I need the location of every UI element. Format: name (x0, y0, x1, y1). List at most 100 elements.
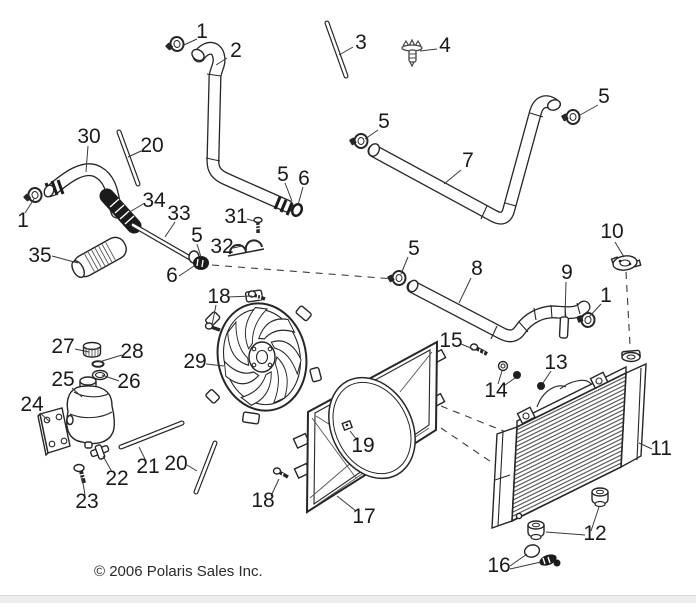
part-radiator-cap-10 (610, 255, 642, 271)
callout-label-29: 29 (183, 350, 206, 373)
copyright-text: © 2006 Polaris Sales Inc. (94, 563, 263, 580)
part-tube-20-bottom (193, 440, 218, 495)
part-tube-20-top (116, 129, 141, 187)
callout-leader-35 (51, 255, 79, 264)
callout-leader-26 (101, 374, 120, 382)
callout-leader-19 (349, 430, 358, 441)
callout-label-4: 4 (439, 34, 451, 57)
callout-label-26: 26 (117, 370, 140, 393)
callout-label-9: 9 (561, 261, 573, 284)
callout-leader-12 (590, 506, 600, 532)
callout-label-5: 5 (277, 163, 289, 186)
callout-leader-6 (178, 265, 195, 277)
callout-leader-16 (509, 553, 528, 567)
callout-label-12: 12 (583, 522, 606, 545)
callout-label-32: 32 (210, 235, 233, 258)
callout-leader-31 (246, 218, 258, 223)
callout-leader-32 (232, 245, 243, 249)
callout-leader-5 (284, 182, 293, 202)
part-tube-33 (130, 222, 200, 265)
part-grommet-sensor-16 (523, 544, 561, 567)
callout-label-21: 21 (136, 455, 159, 478)
part-nuts-14 (497, 360, 521, 379)
callout-label-8: 8 (471, 257, 483, 280)
callout-leader-27 (74, 348, 90, 353)
part-fitting-6 (188, 250, 209, 270)
part-screw-31 (253, 216, 263, 233)
callout-leader-2 (215, 57, 228, 66)
callout-label-30: 30 (77, 125, 100, 148)
part-shroud-17 (292, 340, 447, 514)
callout-leader-5 (579, 104, 599, 116)
part-sleeve-34 (99, 188, 142, 234)
callout-label-7: 7 (462, 149, 474, 172)
part-hose-9 (558, 316, 570, 339)
callout-leader-22 (102, 455, 113, 473)
callout-label-28: 28 (120, 340, 143, 363)
part-ring-26 (91, 369, 109, 381)
part-35 (71, 236, 127, 279)
callout-label-6: 6 (166, 264, 178, 287)
callout-leader-20 (186, 464, 198, 472)
part-hose-2 (191, 41, 304, 218)
callout-leader-18 (227, 295, 253, 298)
callout-label-1: 1 (17, 209, 29, 232)
part-rivet-4 (401, 38, 423, 68)
callout-label-14: 14 (484, 379, 508, 402)
callout-leader-1 (183, 38, 198, 46)
callout-leader-1 (24, 198, 35, 214)
part-bolt-23 (73, 463, 87, 484)
callout-label-35: 35 (28, 244, 51, 267)
callout-leader-5 (364, 129, 379, 140)
callout-label-23: 23 (75, 490, 98, 513)
callout-leader-13 (542, 370, 552, 384)
callout-label-24: 24 (20, 393, 44, 416)
callout-leader-10 (614, 241, 625, 258)
callout-leader-6 (297, 186, 304, 206)
callout-label-5: 5 (408, 237, 420, 260)
part-fan-29 (205, 289, 322, 425)
callout-leader-33 (164, 221, 176, 238)
callout-leader-18 (270, 478, 280, 497)
part-bottle-25 (66, 376, 115, 449)
callout-label-5: 5 (598, 85, 610, 108)
part-hose-7 (367, 95, 562, 225)
callout-label-20: 20 (140, 134, 163, 157)
callout-label-1: 1 (600, 284, 612, 307)
callout-label-1: 1 (196, 20, 208, 43)
part-oring-28 (91, 360, 105, 368)
callout-label-27: 27 (51, 335, 74, 358)
callout-label-34: 34 (142, 189, 166, 212)
part-hose-8 (406, 279, 591, 343)
callout-leader-11 (638, 442, 653, 450)
part-radiator-11 (491, 349, 647, 530)
callout-label-25: 25 (51, 368, 74, 391)
part-tube-21 (118, 420, 185, 450)
callout-label-19: 19 (351, 434, 374, 457)
callout-label-22: 22 (105, 467, 128, 490)
callout-label-15: 15 (439, 329, 462, 352)
callout-leader-24 (39, 412, 50, 422)
callout-label-33: 33 (167, 202, 190, 225)
callout-leader-16 (509, 561, 542, 570)
part-screws-18 (204, 290, 289, 479)
callout-leader-21 (138, 446, 147, 462)
callout-leader-29 (205, 363, 225, 367)
callout-label-18: 18 (251, 489, 274, 512)
callout-leader-9 (564, 281, 567, 317)
callout-leader-23 (81, 476, 86, 496)
callout-leader-17 (336, 495, 357, 512)
callout-leader-28 (98, 354, 123, 363)
callout-label-5: 5 (378, 110, 390, 133)
callout-leader-30 (85, 145, 89, 173)
callout-leader-34 (127, 203, 144, 214)
callout-leader-15 (460, 343, 474, 350)
callout-leader-1 (588, 303, 602, 318)
callout-leader-12 (545, 531, 586, 536)
callout-leader-18 (211, 304, 217, 326)
part-tube-3 (324, 20, 349, 79)
callout-leader-5 (400, 256, 409, 275)
